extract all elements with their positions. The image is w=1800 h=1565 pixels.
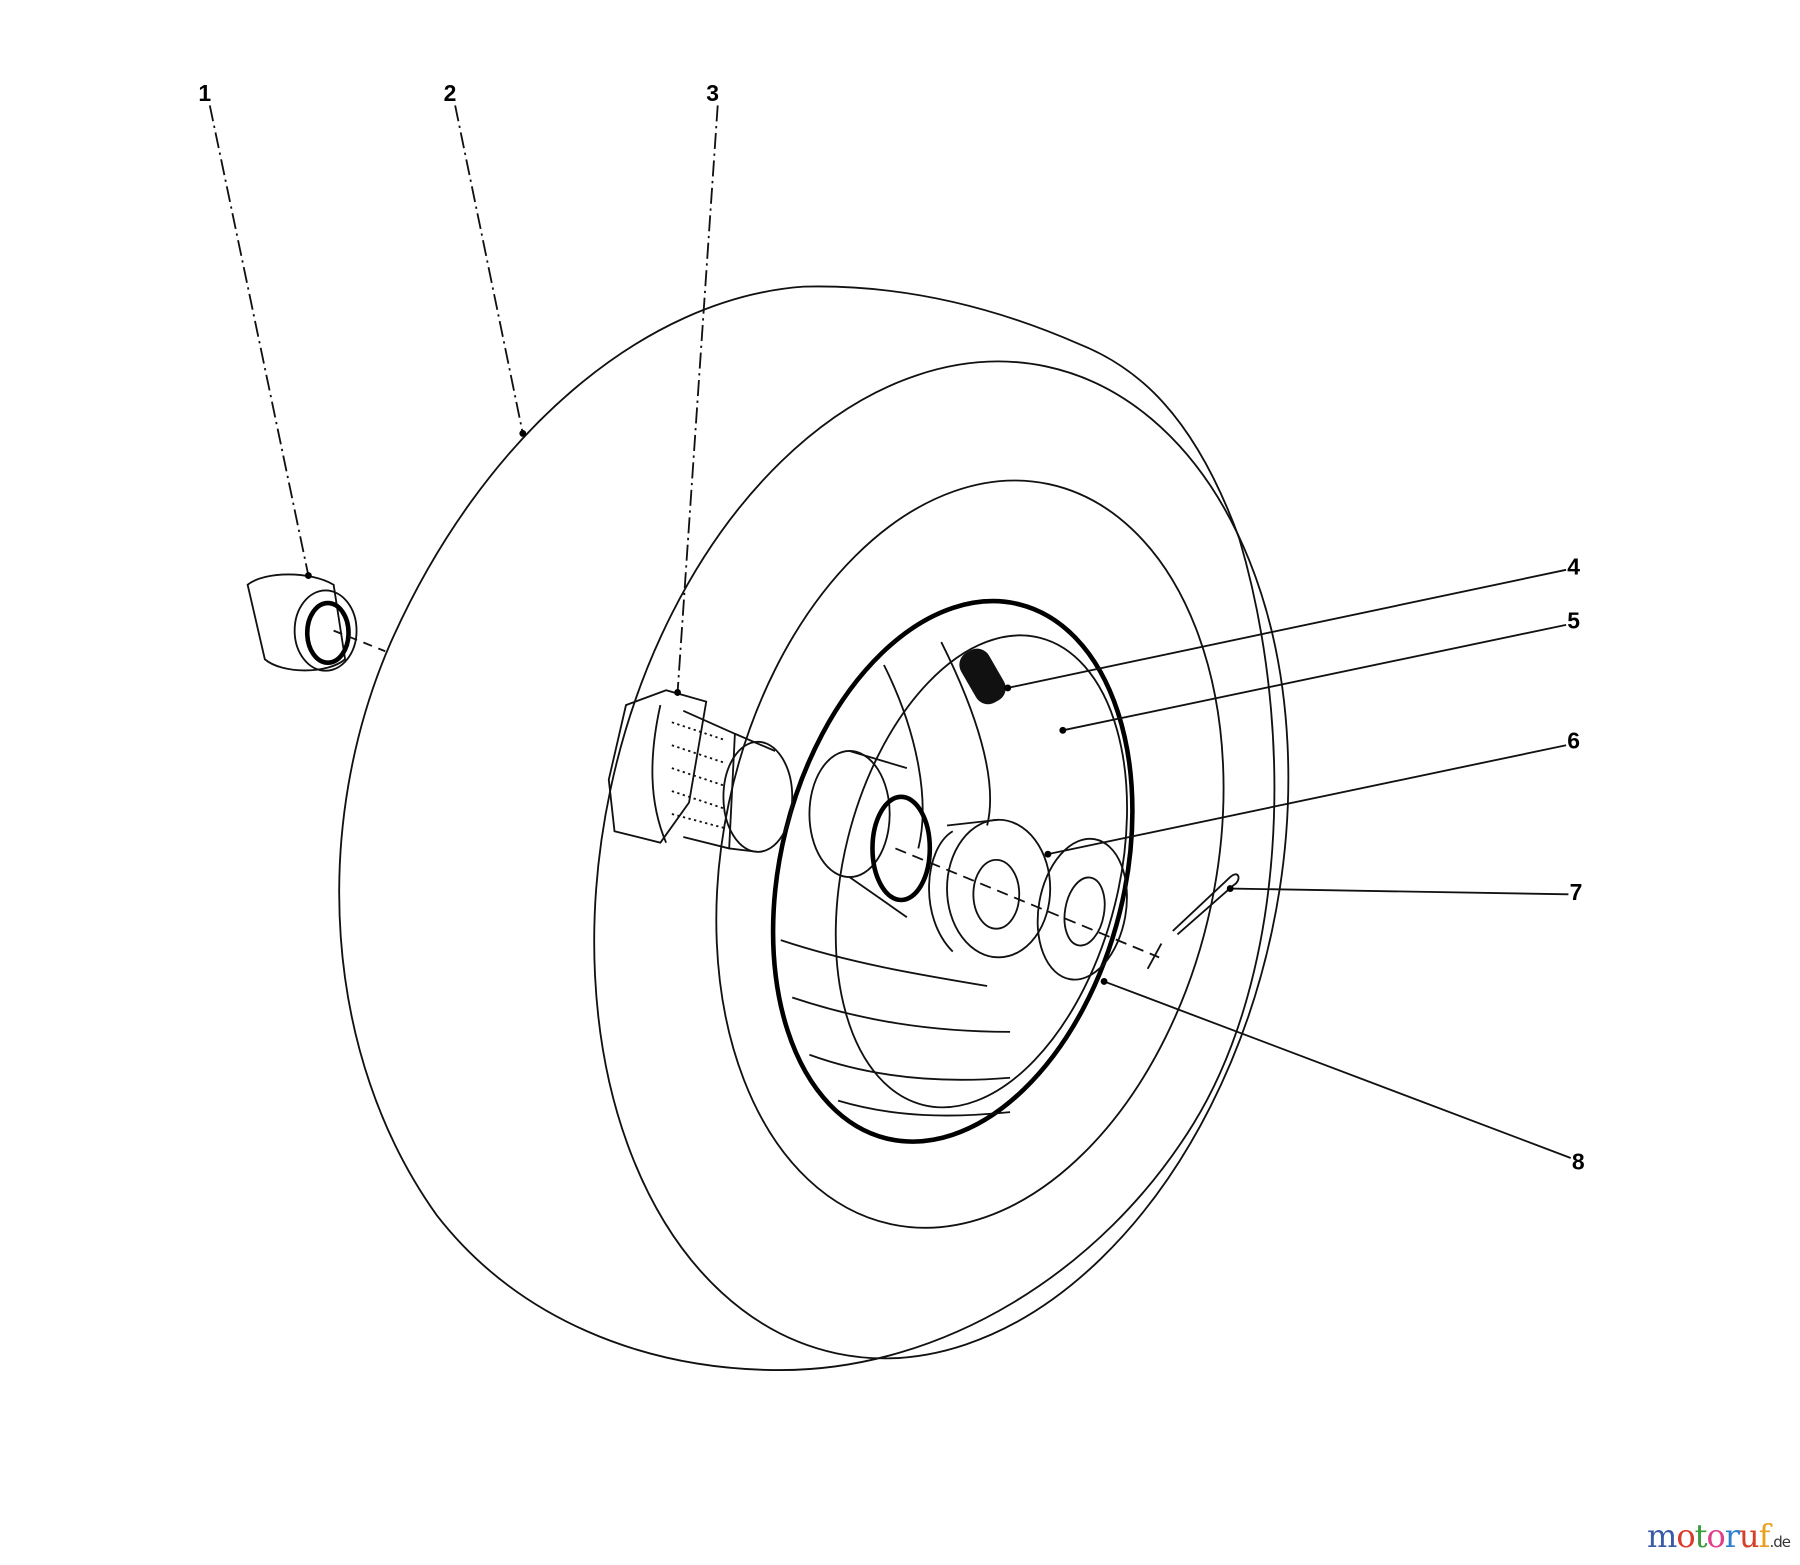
watermark-letter: o xyxy=(1676,1517,1695,1555)
tire-outer-contour xyxy=(338,285,1276,1372)
bearing xyxy=(946,818,1052,959)
wheel-hub xyxy=(607,689,794,853)
callout-2: 2 xyxy=(444,80,457,106)
watermark-letter: r xyxy=(1724,1517,1740,1555)
watermark-letter: u xyxy=(1739,1517,1760,1555)
rim-inner xyxy=(834,634,1128,1109)
rim-ribs xyxy=(780,641,1011,1117)
callout-1: 1 xyxy=(198,80,211,106)
tire-bead xyxy=(715,479,1225,1229)
watermark-letter: f xyxy=(1758,1517,1771,1555)
watermark-letter: o xyxy=(1706,1517,1725,1555)
cotter-pin xyxy=(1172,873,1240,936)
callout-3: 3 xyxy=(706,80,719,106)
washer xyxy=(1036,837,1128,981)
watermark-logo: motoruf.de xyxy=(1646,1517,1791,1555)
callout-7: 7 xyxy=(1570,879,1583,905)
spacer-bushing xyxy=(246,573,386,672)
callout-8: 8 xyxy=(1572,1148,1585,1174)
leader-lines xyxy=(208,105,1572,1159)
callout-5: 5 xyxy=(1567,607,1580,633)
watermark-letter: t xyxy=(1694,1517,1708,1555)
tire-sidewall xyxy=(593,360,1290,1360)
watermark-letter: m xyxy=(1646,1517,1677,1555)
watermark-suffix: .de xyxy=(1769,1533,1791,1551)
valve-stem xyxy=(959,648,1006,705)
callout-4: 4 xyxy=(1567,553,1580,579)
callout-6: 6 xyxy=(1567,728,1580,754)
watermark-text: motoruf xyxy=(1646,1517,1771,1555)
